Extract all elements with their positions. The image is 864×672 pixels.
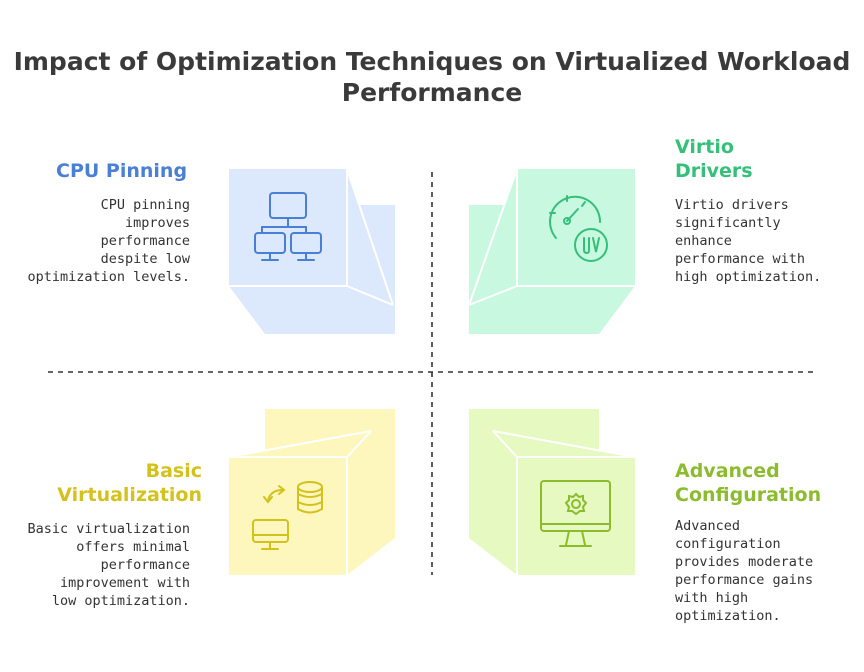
basic-heading-line: Basic: [145, 460, 202, 482]
virtio-desc-line: enhance: [675, 233, 732, 249]
cpu-pinning-heading: CPU Pinning: [56, 160, 188, 182]
virtio-drivers-description: Virtio drivers significantly enhance per…: [675, 196, 821, 286]
basic-virtualization-block: [228, 409, 395, 575]
cpu-pinning-desc-line: improves: [124, 215, 190, 231]
virtio-drivers-heading: Virtio Drivers: [675, 135, 753, 183]
virtio-drivers-block: [468, 168, 635, 334]
cpu-pinning-desc-line: despite low: [100, 251, 190, 267]
virtio-desc-line: significantly: [675, 215, 781, 231]
advanced-desc-line: provides moderate: [675, 554, 814, 570]
virtio-desc-line: high optimization.: [675, 269, 822, 285]
basic-desc-line: offers minimal: [76, 539, 190, 555]
basic-heading-line: Virtualization: [57, 484, 202, 506]
advanced-desc-line: with high: [675, 590, 749, 606]
cpu-pinning-desc-line: CPU pinning: [100, 197, 190, 213]
speedometer-icon: [549, 195, 608, 262]
virtio-heading-line: Virtio: [675, 136, 734, 158]
advanced-heading-line: Advanced: [675, 460, 780, 482]
basic-virtualization-description: Basic virtualization offers minimal perf…: [27, 520, 190, 610]
advanced-configuration-block: [469, 409, 636, 575]
virtio-desc-line: performance with: [675, 251, 806, 267]
cpu-pinning-desc-line: performance: [100, 233, 190, 249]
basic-desc-line: Basic virtualization: [27, 521, 190, 537]
advanced-desc-line: performance gains: [675, 572, 814, 588]
basic-desc-line: performance: [100, 557, 190, 573]
cpu-pinning-description: CPU pinning improves performance despite…: [27, 196, 190, 286]
computer-database-icon: [252, 481, 323, 550]
page-title: Impact of Optimization Techniques on Vir…: [13, 47, 851, 107]
advanced-desc-line: configuration: [675, 536, 781, 552]
network-computers-icon: [254, 192, 322, 261]
advanced-desc-line: Advanced: [675, 518, 741, 534]
cpu-pinning-block: [229, 168, 395, 334]
cpu-pinning-desc-line: optimization levels.: [27, 269, 190, 285]
basic-desc-line: improvement with: [59, 575, 190, 591]
advanced-configuration-heading: Advanced Configuration: [675, 459, 821, 507]
advanced-heading-line: Configuration: [675, 484, 822, 506]
virtio-heading-line: Drivers: [675, 160, 753, 182]
basic-desc-line: low optimization.: [51, 593, 190, 609]
monitor-gear-icon: [540, 480, 611, 547]
advanced-configuration-description: Advanced configuration provides moderate…: [675, 517, 813, 625]
basic-virtualization-heading: Basic Virtualization: [57, 459, 202, 507]
advanced-desc-line: optimization.: [675, 608, 781, 624]
virtio-desc-line: Virtio drivers: [675, 197, 789, 213]
